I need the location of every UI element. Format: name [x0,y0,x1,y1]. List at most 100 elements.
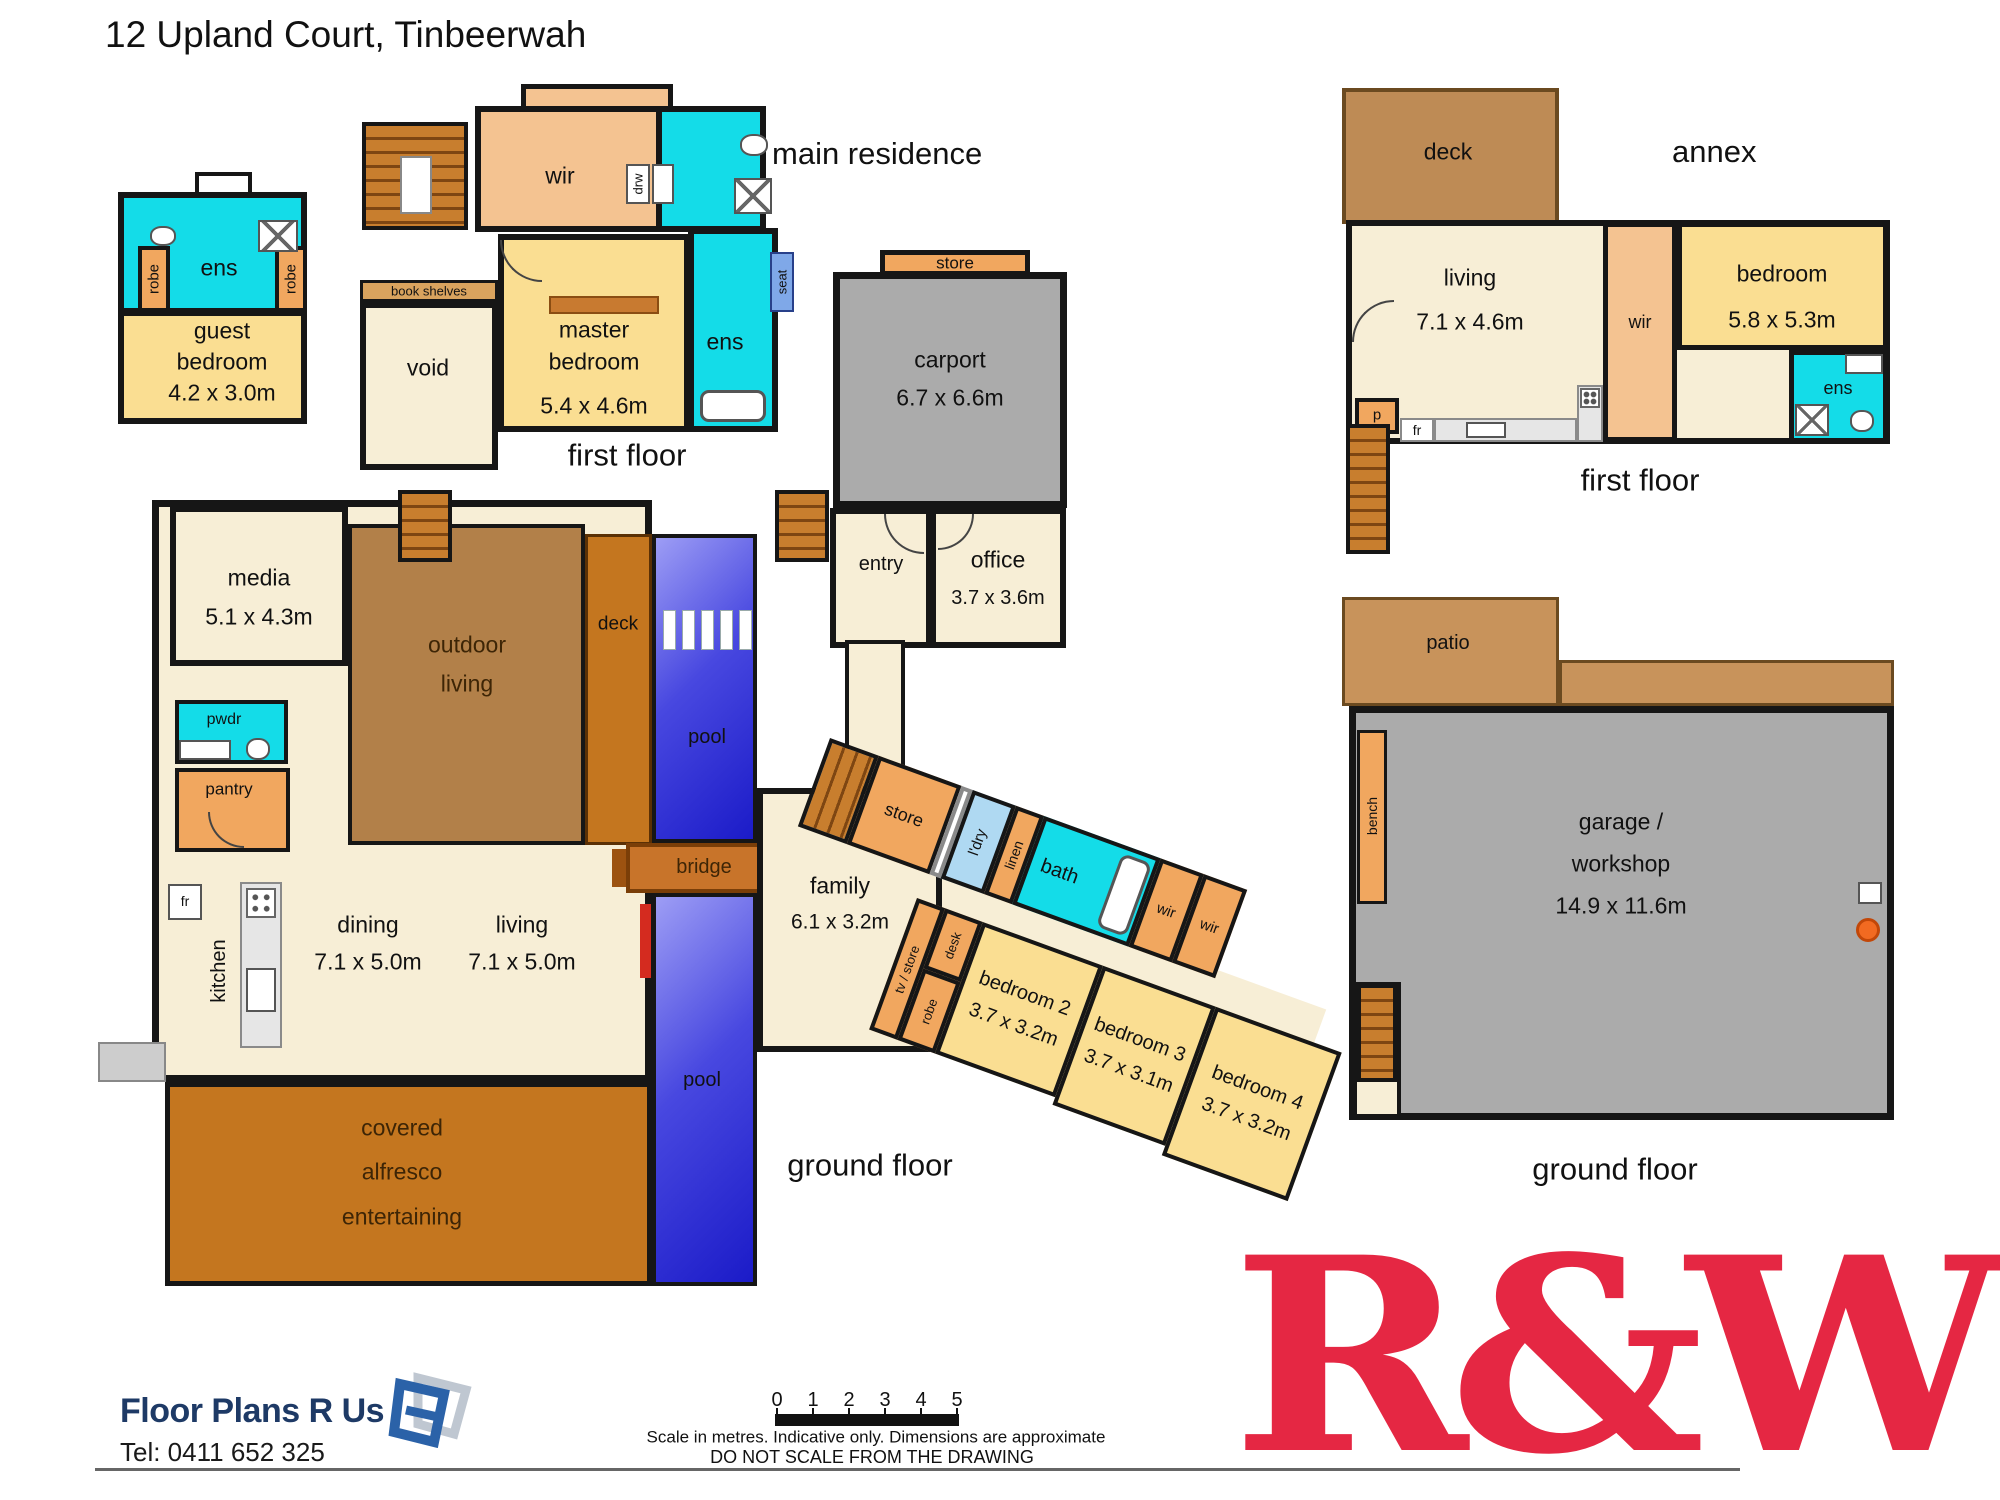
scale-tickmark [956,1408,958,1417]
outdoor-living-label-2: living [440,670,494,697]
annex-living-label: living [1443,264,1497,291]
guest-bedroom-room [118,310,307,424]
fridge-icon [168,884,202,920]
toilet-icon [150,226,176,246]
annex-first-floor-label: first floor [1580,462,1700,498]
family-label: family [809,872,871,899]
bridge-cap-left [612,849,630,887]
toilet-icon [1850,410,1874,432]
annex-heading: annex [1672,134,1757,169]
office-label: office [970,546,1026,573]
annex-wir-label: wir [1628,312,1652,332]
company-name: Floor Plans R Us [120,1392,385,1430]
guest-ens-label: ens [200,254,238,281]
alfresco-label-2: alfresco [361,1158,443,1185]
scale-tick-1: 1 [807,1389,819,1411]
scale-tick-4: 4 [915,1389,927,1411]
carport-label: carport [914,346,986,373]
garage-label-1: garage / [1578,808,1664,835]
bbq-icon [640,904,651,978]
scale-tick-0: 0 [771,1389,783,1411]
void-label: void [406,354,450,381]
bathtub-icon [700,390,766,422]
cooktop-icon [246,888,276,918]
annex-living-dims: 7.1 x 4.6m [1416,308,1524,335]
annex-bedroom-room [1677,222,1888,350]
deck-label: deck [597,613,639,635]
annex-ground-floor-label: ground floor [1532,1151,1698,1187]
sink-icon [246,968,276,1012]
stairs-icon [1346,424,1390,554]
cooktop-icon [1580,388,1600,408]
guest-bedroom-dims: 4.2 x 3.0m [168,379,276,406]
robe-label: robe [917,996,941,1026]
pantry-label: pantry [205,779,253,799]
scale-bar [775,1414,959,1426]
scale-warning: DO NOT SCALE FROM THE DRAWING [710,1447,1034,1467]
shower-icon [258,220,298,252]
annex-fridge-label: fr [1412,422,1422,438]
annex-bedroom-label: bedroom [1736,260,1828,287]
scale-tickmark [776,1408,778,1417]
pwdr-label: pwdr [206,711,242,728]
alfresco-label-3: entertaining [341,1203,463,1230]
fridge-icon [1400,418,1434,442]
scale-note: Scale in metres. Indicative only. Dimens… [646,1427,1106,1447]
stair-landing [400,156,432,214]
pool-top [652,534,757,843]
guest-robe-left [138,246,170,312]
main-wir-label: wir [545,162,575,189]
annex-wir-room [1603,222,1677,442]
family-dims: 6.1 x 3.2m [790,910,890,934]
master-bedroom-room [498,234,690,432]
scale-tickmark [812,1408,814,1417]
guest-bedroom-label-2: bedroom [176,348,268,375]
garage-label-2: workshop [1571,850,1671,877]
drawers-cabinet [626,164,650,204]
linen-label: linen [1001,838,1027,872]
patio-block [1342,597,1559,706]
guest-robe-right-label: robe [282,263,300,295]
scale-tick-2: 2 [843,1389,855,1411]
carport-dims: 6.7 x 6.6m [896,384,1004,411]
shower-icon [1795,404,1829,436]
office-dims: 3.7 x 3.6m [951,587,1045,609]
stairs-icon [1357,984,1397,1082]
rw-brand-logo: R&W [1232,1199,2000,1500]
shower-icon [734,178,772,214]
scale-tickmark [848,1408,850,1417]
stairs-icon [775,490,829,562]
office-room [930,508,1066,648]
sink-icon [1466,422,1506,438]
annex-bedroom-dims: 5.8 x 5.3m [1728,306,1836,333]
bench-strip [1357,730,1387,904]
hot-water-icon [1856,918,1880,942]
bench-label: bench [1364,796,1380,836]
annex-ens-label: ens [1823,378,1853,398]
cabinet-icon [652,164,674,204]
carport-room [833,272,1067,508]
kitchen-label: kitchen [208,939,230,1003]
media-dims: 5.1 x 4.3m [205,603,313,630]
stairs-icon [398,490,452,562]
vanity-icon [179,740,231,760]
vanity-icon [1845,354,1883,374]
main-ens-label: ens [706,328,744,355]
main-first-floor-label: first floor [567,437,687,473]
media-room [170,506,348,666]
scale-tick-3: 3 [879,1389,891,1411]
outdoor-living-label-1: outdoor [427,631,507,658]
carport-store-label: store [936,253,974,273]
dining-label: dining [337,911,399,938]
toilet-icon [246,738,270,760]
master-label-2: bedroom [548,348,640,375]
scale-tickmark [884,1408,886,1417]
alfresco-area [165,1082,652,1286]
garage-room [1349,706,1894,1120]
pool-bottom-label: pool [683,1069,721,1091]
floorplans-logo-icon [388,1372,472,1448]
guest-bedroom-label-1: guest [193,317,251,344]
master-label-1: master [558,316,630,343]
garage-dims: 14.9 x 11.6m [1555,892,1687,919]
